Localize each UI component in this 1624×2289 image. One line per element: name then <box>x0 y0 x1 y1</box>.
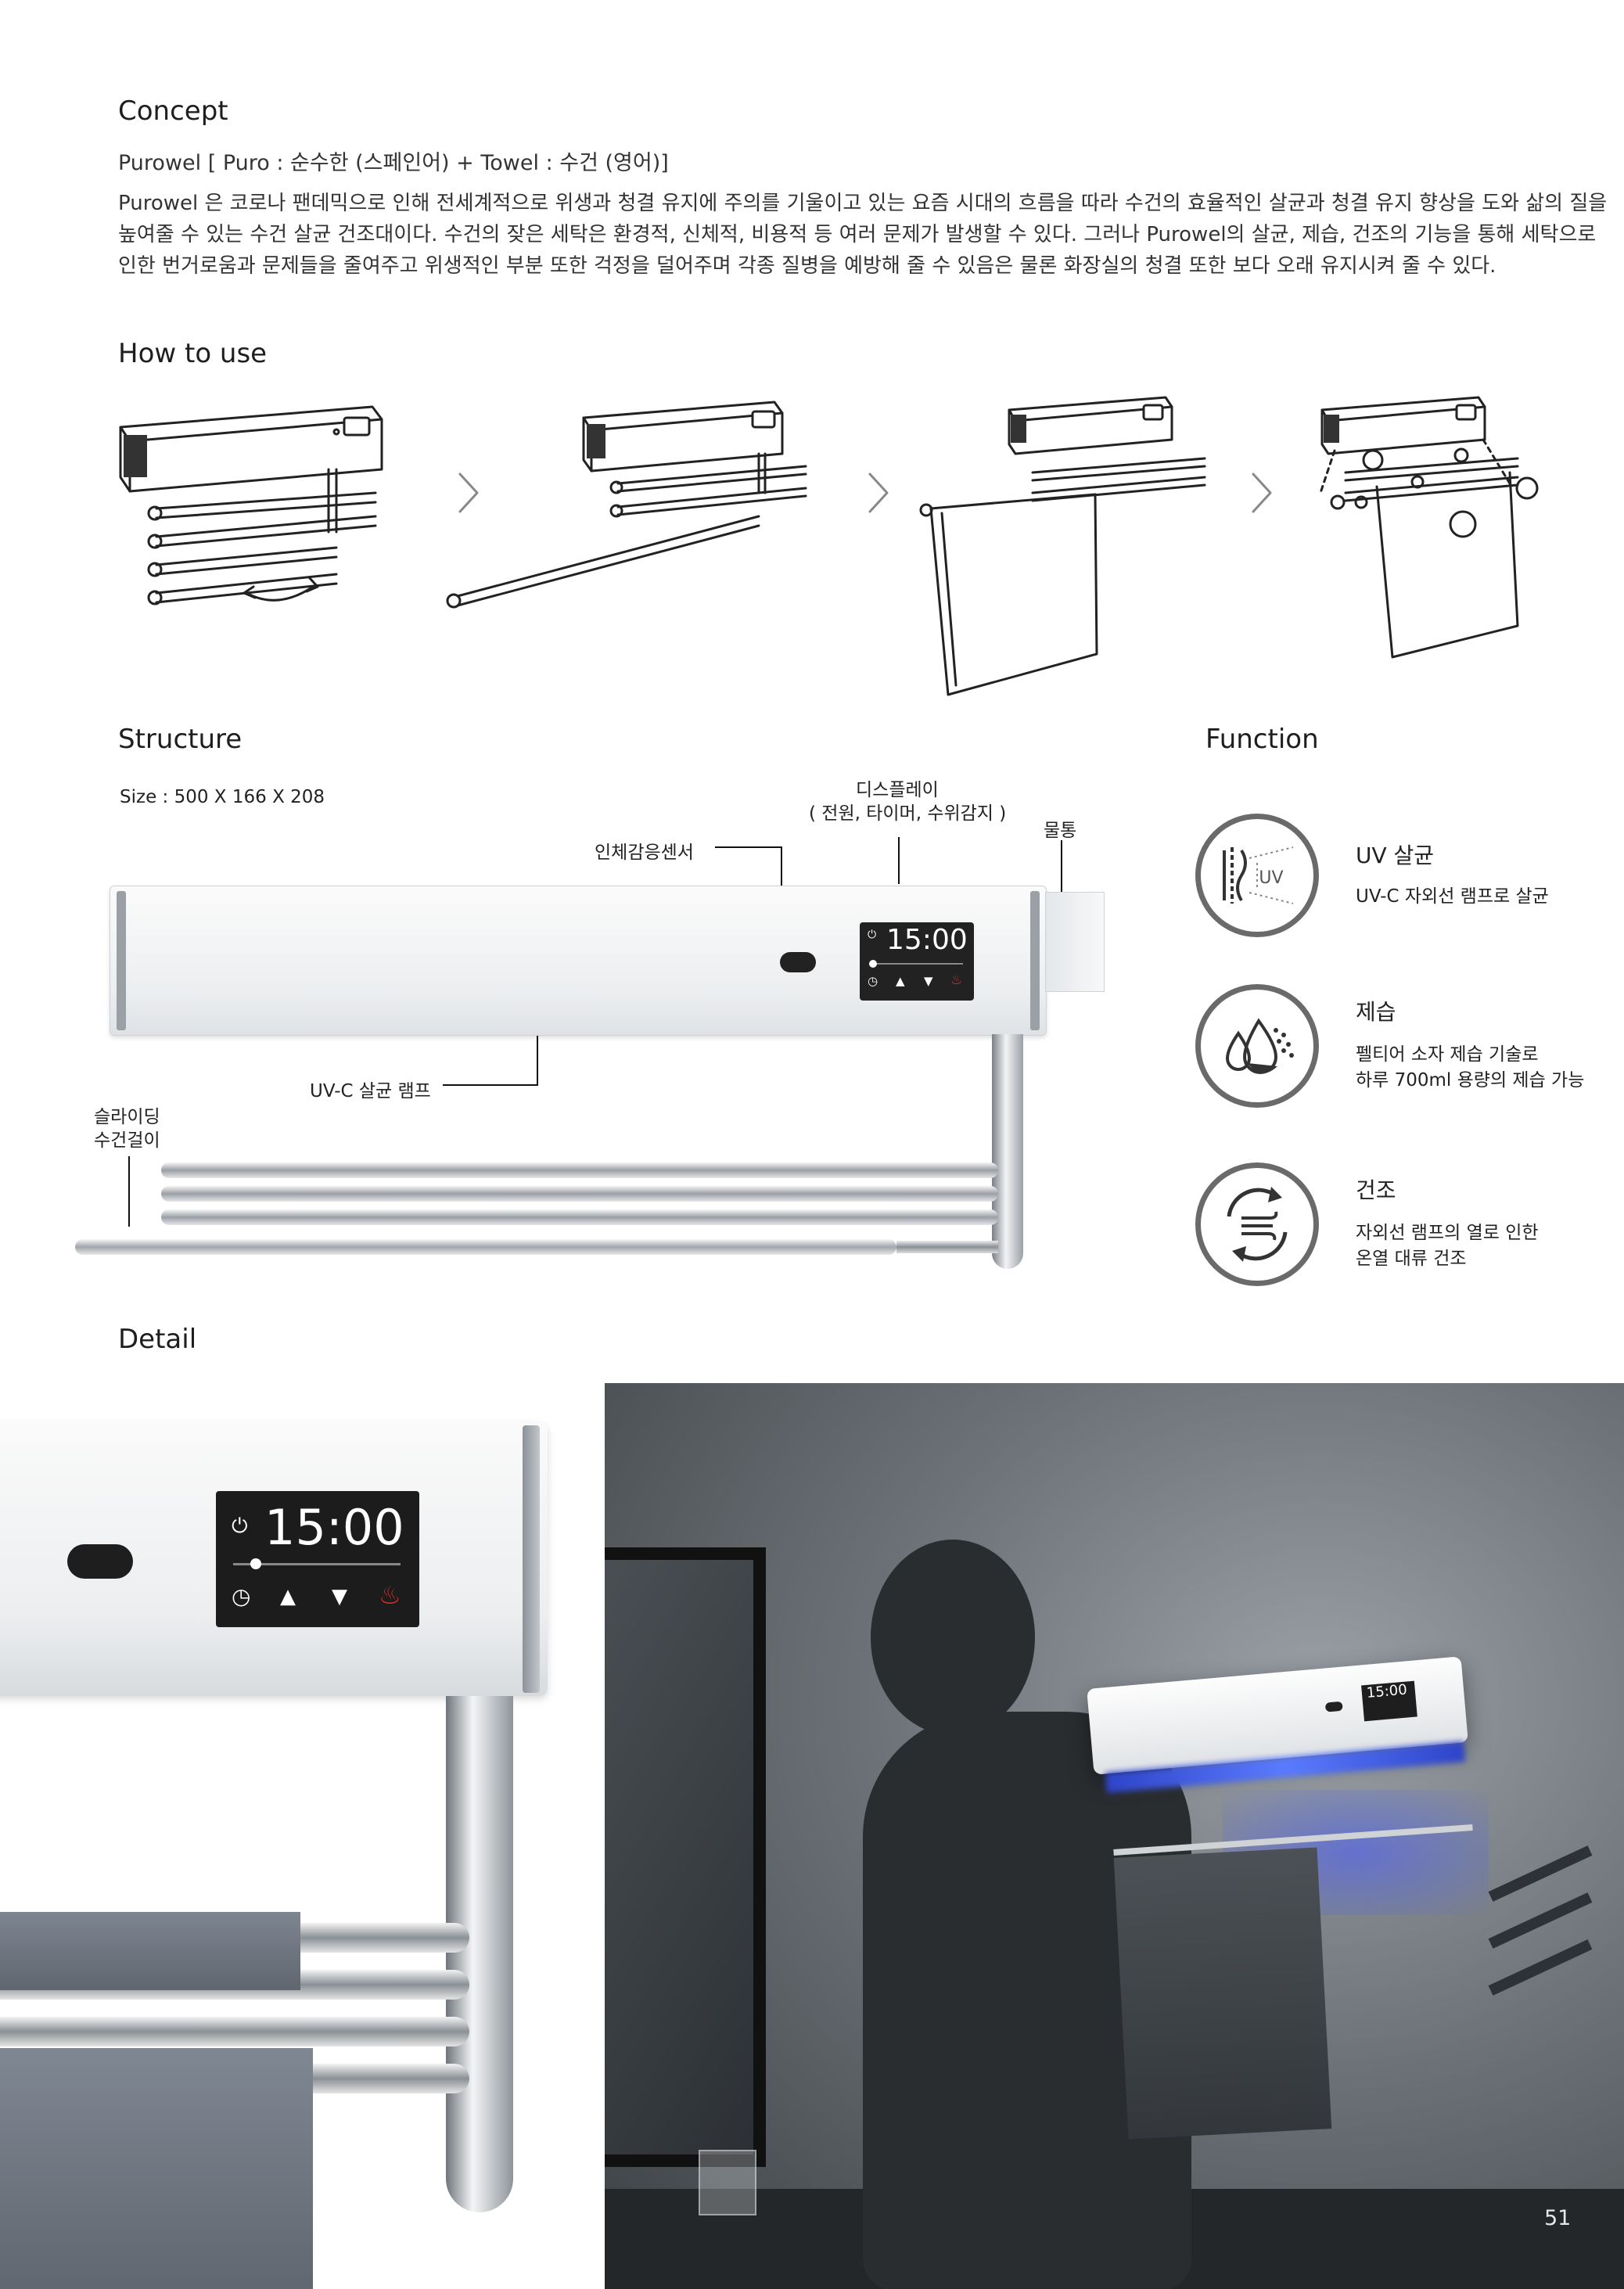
leader-display <box>898 837 900 884</box>
sliding-rail <box>75 1239 896 1255</box>
uv-icon-text: UV <box>1259 868 1283 888</box>
closeup-progress-knob <box>250 1558 261 1569</box>
uv-sterilize-icon: UV <box>1223 846 1294 904</box>
power-icon: ⏻ <box>868 929 877 941</box>
closeup-display: ⏻ 15:00 ◷ ▲ ▼ ♨ <box>216 1491 419 1627</box>
how-to-use-illustrations <box>110 391 1557 704</box>
timer-icon[interactable]: ◷ <box>868 974 878 988</box>
scene-towel <box>1113 1847 1332 2140</box>
closeup-motion-sensor <box>67 1544 133 1579</box>
closeup-rail-3 <box>0 2017 469 2046</box>
structure-heading: Structure <box>118 724 243 755</box>
scene-shadow-rail-1 <box>1488 1845 1593 1902</box>
function-uv-icon: UV <box>1195 814 1319 937</box>
how-to-use-steps-illustration <box>119 396 1539 696</box>
function-dry-title: 건조 <box>1356 1177 1396 1203</box>
leader-slide <box>128 1156 130 1227</box>
closeup-towel-1 <box>0 1912 300 1990</box>
function-uv-title: UV 살균 <box>1356 843 1435 868</box>
device-end-cap-right <box>1030 891 1040 1030</box>
progress-track <box>869 963 963 965</box>
closeup-down-arrow-icon[interactable]: ▼ <box>332 1585 347 1608</box>
rail-3 <box>161 1209 998 1225</box>
function-dry-desc-2: 온열 대류 건조 <box>1356 1249 1467 1269</box>
scene-mirror <box>605 1547 766 2167</box>
function-dehumidify-desc-1: 펠티어 소자 제습 기술로 <box>1356 1044 1539 1065</box>
closeup-towel-2 <box>0 2048 313 2289</box>
label-display-functions: ( 전원, 타이머, 수위감지 ) <box>809 803 1007 824</box>
function-dehumidify-title: 제습 <box>1356 999 1396 1025</box>
function-dehumidify-desc-2: 하루 700ml 용량의 제습 가능 <box>1356 1070 1585 1091</box>
function-dry-desc-1: 자외선 램프의 열로 인한 <box>1356 1223 1539 1243</box>
label-uvc-lamp: UV-C 살균 램프 <box>310 1081 431 1101</box>
display-time: 15:00 <box>886 924 968 956</box>
scene-diffuser <box>699 2150 756 2215</box>
progress-knob <box>869 960 877 968</box>
support-post <box>992 1034 1023 1269</box>
how-to-use-heading: How to use <box>118 338 268 369</box>
concept-subtitle: Purowel [ Puro : 순수한 (스페인어) + Towel : 수건… <box>118 151 669 175</box>
leader-water <box>1061 840 1062 892</box>
concept-heading: Concept <box>118 95 228 127</box>
label-motion-sensor: 인체감응센서 <box>595 843 694 863</box>
label-water-tank: 물통 <box>1044 821 1077 841</box>
closeup-post <box>446 1696 513 2212</box>
dry-icon <box>1227 1187 1288 1262</box>
leader-uvc-v <box>537 1034 538 1086</box>
rail-2 <box>161 1186 998 1202</box>
closeup-end-cap <box>523 1425 540 1693</box>
device-end-cap-left <box>117 891 126 1030</box>
closeup-power-icon: ⏻ <box>232 1515 248 1538</box>
detail-closeup: ⏻ 15:00 ◷ ▲ ▼ ♨ <box>0 1383 604 2289</box>
label-sliding: 슬라이딩 <box>94 1107 160 1127</box>
leader-sensor-v <box>781 846 782 886</box>
down-arrow-icon[interactable]: ▼ <box>924 974 933 988</box>
leader-uvc-h <box>443 1084 538 1086</box>
device-body: ⏻ 15:00 ◷ ▲ ▼ ♨ <box>110 886 1047 1036</box>
structure-size: Size : 500 X 166 X 208 <box>120 787 325 807</box>
scene-shadow-rail-2 <box>1488 1892 1593 1949</box>
scene-shadow-rail-3 <box>1488 1939 1593 1996</box>
function-uv-desc: UV-C 자외선 램프로 살균 <box>1356 886 1549 907</box>
closeup-device-body: ⏻ 15:00 ◷ ▲ ▼ ♨ <box>0 1422 548 1696</box>
device-display: ⏻ 15:00 ◷ ▲ ▼ ♨ <box>860 922 974 1001</box>
closeup-progress-track <box>233 1563 401 1565</box>
scene-display: 15:00 <box>1361 1680 1417 1722</box>
page-number: 51 <box>1544 2206 1572 2230</box>
leader-sensor-h <box>715 846 782 848</box>
sliding-rail-sleeve <box>896 1241 998 1253</box>
label-display: 디스플레이 <box>856 780 939 800</box>
label-towel-hanger: 수건걸이 <box>94 1130 160 1151</box>
detail-scene: 15:00 <box>605 1383 1624 2289</box>
step-3-rack <box>919 396 1206 696</box>
up-arrow-icon[interactable]: ▲ <box>896 974 905 988</box>
function-heading: Function <box>1205 724 1319 755</box>
motion-sensor <box>780 952 816 972</box>
step-1-rack <box>119 405 383 605</box>
concept-body: Purowel 은 코로나 팬데믹으로 인해 전세계적으로 위생과 청결 유지에… <box>118 192 1608 278</box>
closeup-timer-icon[interactable]: ◷ <box>232 1583 251 1609</box>
function-dehumidify-icon <box>1195 984 1319 1108</box>
closeup-heat-drop-icon[interactable]: ♨ <box>379 1580 401 1610</box>
scene-person-head <box>871 1540 1035 1735</box>
water-tank <box>1045 892 1105 992</box>
dehumidify-icon <box>1225 1018 1294 1074</box>
step-4-rack <box>1319 396 1539 659</box>
function-dry-icon <box>1195 1162 1319 1286</box>
closeup-display-time: 15:00 <box>264 1499 404 1556</box>
step-2-rack <box>446 401 807 609</box>
closeup-up-arrow-icon[interactable]: ▲ <box>280 1585 296 1608</box>
scene-motion-sensor <box>1324 1701 1343 1712</box>
rail-1 <box>161 1162 998 1178</box>
heat-drop-icon[interactable]: ♨ <box>950 972 963 988</box>
detail-heading: Detail <box>118 1324 197 1355</box>
